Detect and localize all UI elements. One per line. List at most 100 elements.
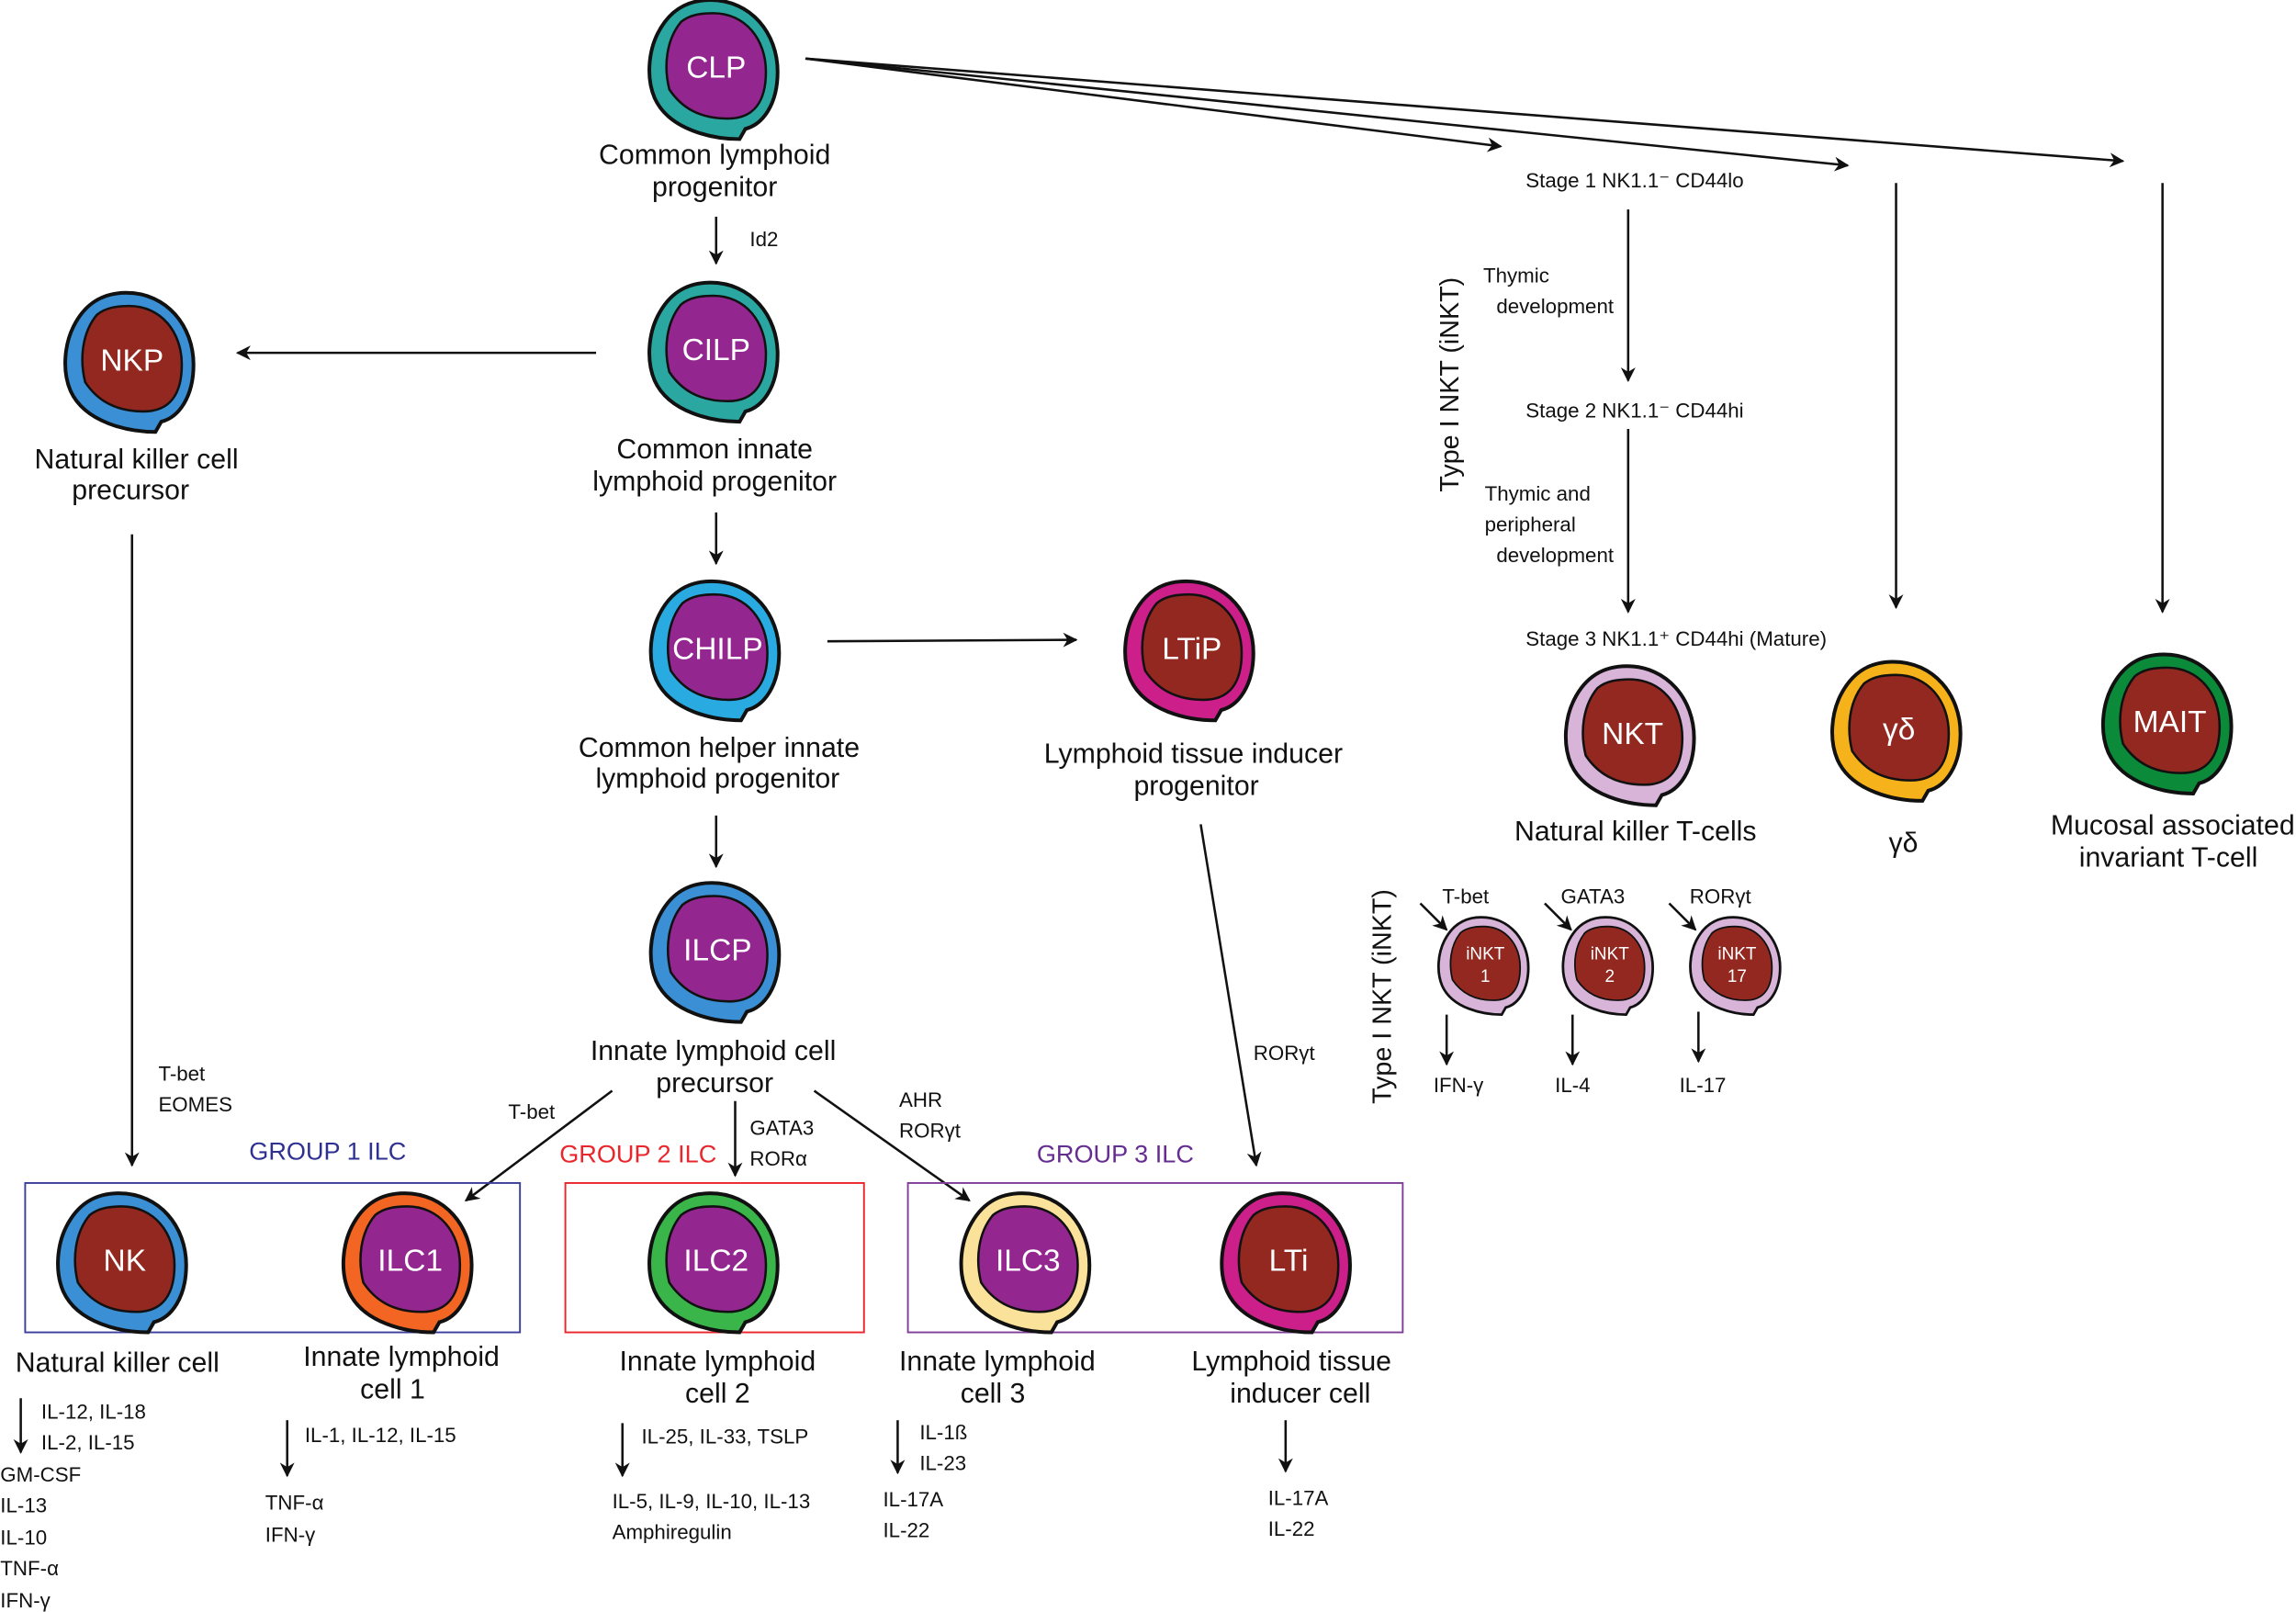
cells: CLP CILP NKP CHILP LTiP ILCP NK ILC1 ILC2 ILC3 LTi… [56,0,2234,1335]
chilp-to-ltip-arrow [827,632,1078,648]
inkt2-cell: iNKT 2 [1561,916,1655,1017]
group-2-label: GROUP 2 ILC [559,1140,716,1168]
ilcp-cell: ILCP [648,881,782,1024]
ilc3-output-2: IL-22 [883,1519,929,1542]
stage2-label: Stage 2 NK1.1⁻ CD44hi [1525,399,1743,422]
cilp-cell: CILP [647,280,780,424]
rorgt-inkt17-arrow [1668,902,1697,931]
nkp-cell: NKP [63,290,196,434]
lti-name-1: Lymphoid tissue [1191,1347,1391,1377]
ilcp-name-2: precursor [656,1068,773,1099]
ltip-name-1: Lymphoid tissue inducer [1044,738,1343,769]
ltip-label: LTiP [1162,632,1221,666]
ahr-label: AHR [899,1088,942,1111]
ilc2-name-2: cell 2 [685,1379,750,1409]
gata3-inkt2-arrow [1544,902,1572,931]
ilc3-input-2: IL-23 [919,1451,966,1474]
mait-cell: MAIT [2100,652,2234,795]
inkt1-output: IFN-γ [1434,1074,1484,1097]
ilc1-label: ILC1 [377,1245,443,1279]
inkt1-nucleus [1449,925,1522,1001]
type1-nkt-side-label-bottom: Type I NKT (iNKT) [1368,889,1398,1104]
nkp-name-1: Natural killer cell [35,445,239,475]
lti-output-1: IL-17A [1268,1487,1329,1510]
nkp-name-2: precursor [72,476,189,506]
inkt2-label: iNKT [1591,944,1630,964]
ilc1-name-1: Innate lymphoid [303,1342,500,1372]
nk-label: NK [104,1245,147,1279]
ilc3-output-1: IL-17A [883,1488,943,1511]
nk-output-3: IL-10 [0,1527,47,1550]
gd-cell: γδ [1830,659,1963,803]
group-3-box [906,1181,1404,1334]
clp-label: CLP [686,51,746,85]
thymic-label-1: Thymic [1483,265,1549,287]
ilcp-name-1: Innate lymphoid cell [591,1036,837,1066]
ilc3-cell: ILC3 [959,1191,1092,1335]
nkt-name: Natural killer T-cells [1514,817,1757,847]
chilp-cell: CHILP [648,579,782,723]
gata3-label: GATA3 [749,1116,814,1139]
inkt2-output: IL-4 [1555,1074,1590,1097]
nk-cell: NK [56,1191,188,1335]
gd-nucleus [1848,673,1951,782]
ilc3-name-2: cell 3 [961,1379,1026,1409]
cilp-nucleus [665,294,768,403]
ltip-nucleus [1141,592,1244,702]
ilc3-label: ILC3 [996,1245,1061,1279]
ilc1-input: IL-1, IL-12, IL-15 [305,1424,456,1447]
mait-nucleus [2119,666,2222,774]
clp-to-stage1-arrow [805,57,1503,152]
arrows [13,57,2170,1478]
chilp-name-2: lymphoid progenitor [595,764,839,795]
tbet-inkt1-label: T-bet [1442,885,1490,908]
nk-output-2: IL-13 [0,1494,47,1517]
rorgt-inkt17-label: RORγt [1690,885,1752,908]
group-2-box [564,1181,865,1334]
rorgt-ilc3-label: RORγt [899,1120,962,1143]
ilc1-name-2: cell 1 [360,1374,425,1404]
mait-name-2: invariant T-cell [2079,843,2258,874]
ltip-to-lti-arrow [1199,824,1262,1167]
stage1-label: Stage 1 NK1.1⁻ CD44lo [1525,169,1743,192]
inkt17-label: 17 [1728,967,1747,986]
lti-name-2: inducer cell [1230,1379,1370,1409]
stage3-label: Stage 3 NK1.1⁺ CD44hi (Mature) [1525,627,1827,650]
gd-name: γδ [1889,829,1919,859]
ilc2-label: ILC2 [683,1245,748,1279]
ilc2-input: IL-25, IL-33, TSLP [641,1426,808,1449]
clp-name-2: progenitor [652,173,777,203]
type1-nkt-side-label-top: Type I NKT (iNKT) [1435,277,1465,492]
ltip-cell: LTiP [1123,579,1255,723]
tbet-inkt1-arrow [1419,902,1448,931]
nk-name: Natural killer cell [16,1348,219,1379]
inkt17-nucleus [1701,925,1773,1001]
ilc1-cell: ILC1 [341,1191,474,1335]
nk-input-1: IL-12, IL-18 [41,1401,146,1424]
inkt17-output: IL-17 [1680,1074,1727,1097]
ilc3-input-1: IL-1ß [919,1421,967,1444]
group-1-box [24,1181,522,1334]
gata3-inkt2-label: GATA3 [1561,885,1626,908]
eomes-label: EOMES [158,1093,232,1116]
ilc2-nucleus [665,1205,768,1313]
cilp-name-2: lymphoid progenitor [592,467,837,497]
ilc1-output-1: TNF-α [265,1491,324,1514]
nk-input-2: IL-2, IL-15 [41,1431,135,1454]
chilp-nucleus [667,592,769,702]
group-1-label: GROUP 1 ILC [249,1136,406,1165]
rora-label: RORα [749,1147,807,1170]
lti-cell: LTi [1220,1191,1352,1335]
chilp-name-1: Common helper innate [579,733,860,763]
thymic-peripheral-label-3: development [1496,544,1614,567]
mait-name-1: Mucosal associated [2051,811,2295,841]
inkt2-label: 2 [1604,967,1615,986]
nk-nucleus [73,1205,176,1313]
inkt17-label: iNKT [1717,944,1757,964]
ilc1-nucleus [359,1205,462,1313]
nk-output-1: GM-CSF [0,1463,81,1486]
group-boxes [24,1181,1404,1334]
nkt-label: NKT [1602,717,1663,751]
